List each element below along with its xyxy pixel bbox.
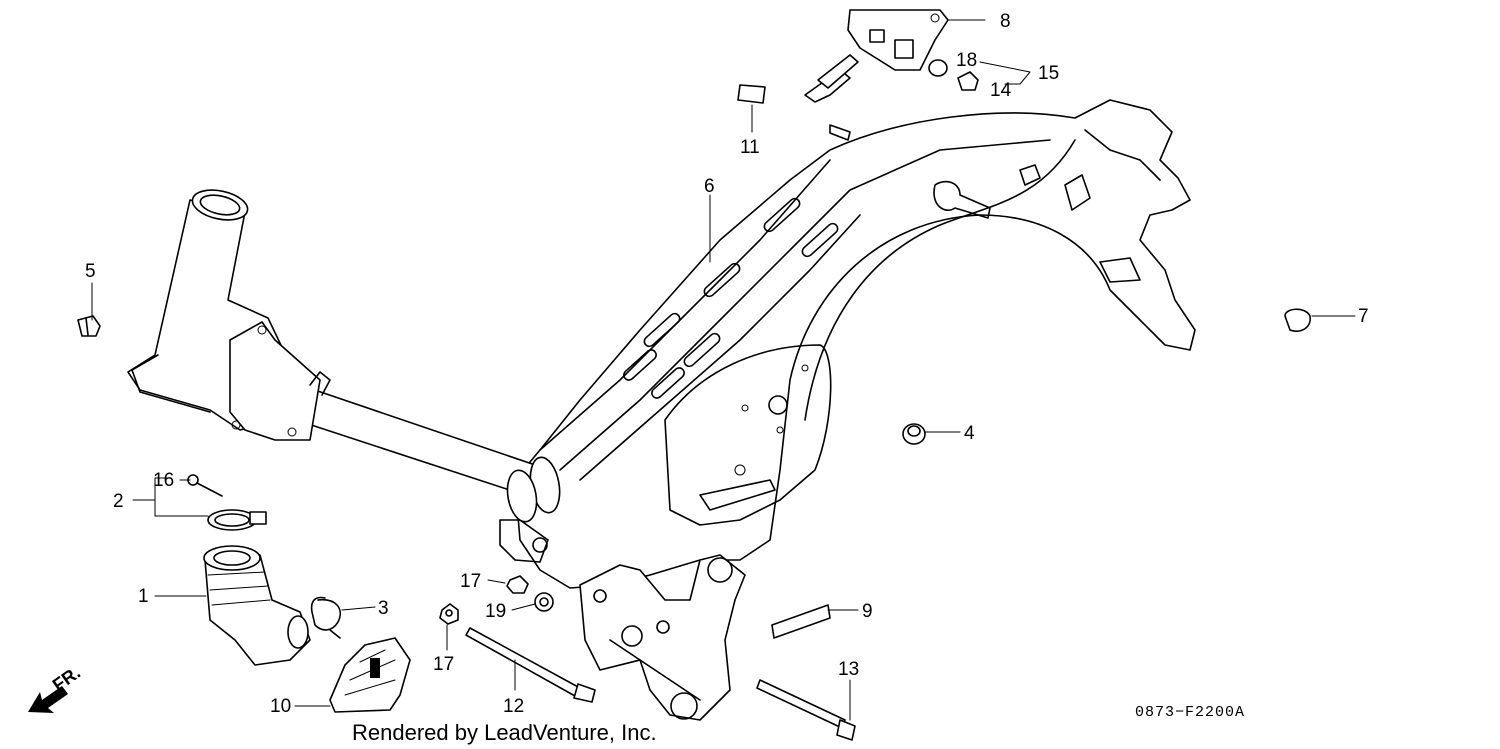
bolt-12 [465,627,596,703]
direction-label: FR. [49,662,84,695]
nut-17-upper [506,575,529,594]
callout-3: 3 [378,598,389,619]
callout-17-lower: 17 [433,654,454,675]
callout-5: 5 [85,261,96,282]
callout-14: 14 [990,80,1012,101]
front-direction-arrow: FR. [28,662,84,713]
plug-7 [1284,308,1311,332]
callout-4: 4 [964,423,975,444]
callout-numbers: 8 18 15 14 11 6 5 7 4 16 2 17 1 3 19 9 1… [85,11,1369,717]
callout-11: 11 [740,137,760,158]
callout-10: 10 [270,696,291,717]
washer-19 [534,592,554,612]
callout-8: 8 [1000,11,1011,32]
band-2 [207,509,267,531]
bolt-14 [957,71,979,91]
callout-17-upper: 17 [460,571,481,592]
callout-1: 1 [138,586,149,607]
callout-16: 16 [153,470,174,491]
callout-9: 9 [862,601,873,622]
cap-5 [77,315,101,337]
render-credit: Rendered by LeadVenture, Inc. [352,720,657,745]
bolt-13 [756,679,856,741]
diagram-code: 0873−F2200A [1135,704,1245,721]
seat-lock-part [804,9,949,103]
callout-7: 7 [1358,306,1369,327]
callout-2: 2 [113,491,124,512]
callout-6: 6 [704,176,715,197]
emission-label-10 [329,637,411,713]
nut-17-lower [439,603,459,625]
clip-3 [310,596,342,639]
callout-19: 19 [485,601,506,622]
washer-18 [928,59,948,77]
grommet-4 [902,423,926,445]
callout-18: 18 [956,50,977,71]
head-pipe [127,189,331,441]
callout-13: 13 [838,659,859,680]
callout-15: 15 [1038,63,1059,84]
callout-12: 12 [503,696,524,717]
boot-1 [203,545,311,666]
down-tube [289,384,561,523]
strip-9 [771,604,831,639]
screw-16 [187,474,223,497]
leader-lines [91,19,1356,721]
main-frame-part [499,99,1196,721]
caution-label-11 [737,84,766,104]
